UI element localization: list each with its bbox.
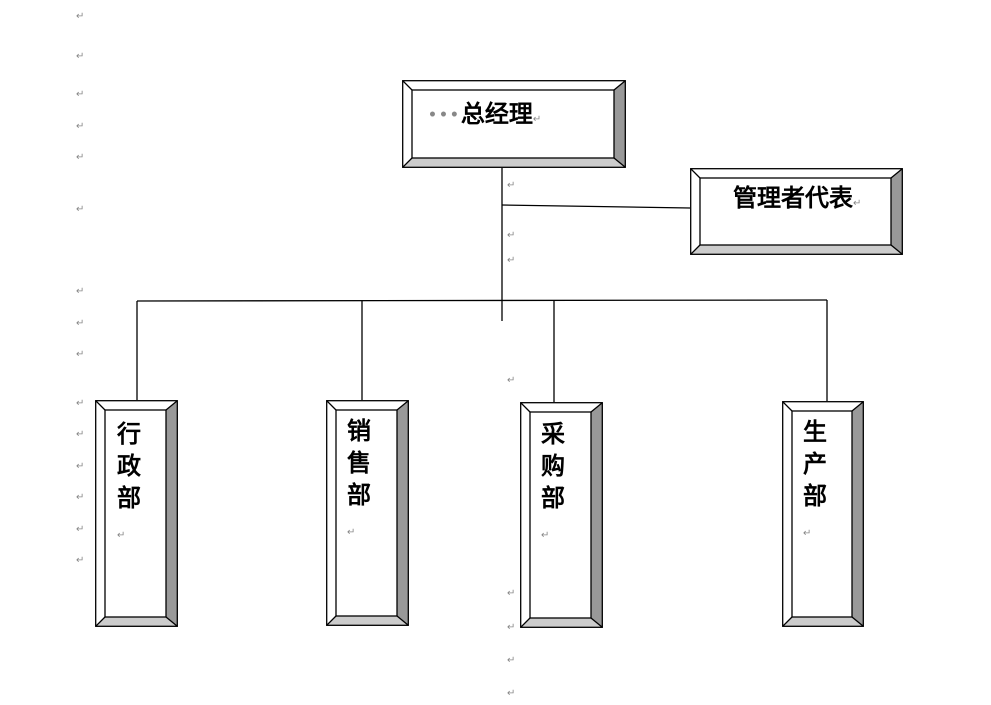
paragraph-mark: ↵: [507, 588, 516, 599]
department-label: 销售部↵: [347, 416, 371, 538]
department-box-sales: 销售部↵: [326, 400, 409, 626]
paragraph-mark: ↵: [76, 398, 85, 409]
bevel-frame: [690, 168, 903, 255]
bevel-frame: [402, 80, 626, 168]
paragraph-mark: ↵: [76, 318, 85, 329]
bevel-frame: [520, 402, 603, 628]
paragraph-mark: ↵: [76, 492, 85, 503]
paragraph-mark: ↵: [507, 622, 516, 633]
paragraph-mark: ↵: [76, 152, 85, 163]
paragraph-mark: ↵: [76, 524, 85, 535]
paragraph-mark: ↵: [76, 51, 85, 62]
department-bus-line: [136, 299, 828, 302]
department-box-admin: 行政部↵: [95, 400, 178, 627]
management-rep-label: 管理者代表↵: [733, 183, 862, 212]
paragraph-mark: ↵: [76, 89, 85, 100]
bevel-frame: [782, 401, 864, 627]
paragraph-mark: ↵: [507, 230, 516, 241]
department-label: 生产部↵: [803, 417, 827, 539]
department-box-production: 生产部↵: [782, 401, 864, 627]
paragraph-mark: ↵: [76, 555, 85, 566]
paragraph-mark: ↵: [507, 688, 516, 699]
management-rep-box: 管理者代表↵: [690, 168, 903, 255]
rep-connector-line: [501, 204, 691, 209]
general-manager-label: •••总经理↵: [428, 99, 542, 128]
paragraph-mark: ↵: [76, 429, 85, 440]
bevel-frame: [95, 400, 178, 627]
paragraph-mark: ↵: [507, 375, 516, 386]
paragraph-mark: ↵: [76, 204, 85, 215]
bullet-dots: •••: [428, 107, 461, 124]
paragraph-mark: ↵: [507, 180, 516, 191]
paragraph-mark: ↵: [76, 286, 85, 297]
paragraph-mark: ↵: [76, 349, 85, 360]
paragraph-mark: ↵: [76, 121, 85, 132]
department-label: 采购部↵: [541, 419, 565, 541]
paragraph-mark: ↵: [76, 11, 85, 22]
paragraph-mark: ↵: [507, 655, 516, 666]
department-label: 行政部↵: [117, 419, 141, 541]
bevel-frame: [326, 400, 409, 626]
paragraph-mark: ↵: [507, 255, 516, 266]
paragraph-mark: ↵: [76, 461, 85, 472]
department-box-purchasing: 采购部↵: [520, 402, 603, 628]
general-manager-box: •••总经理↵: [402, 80, 626, 168]
